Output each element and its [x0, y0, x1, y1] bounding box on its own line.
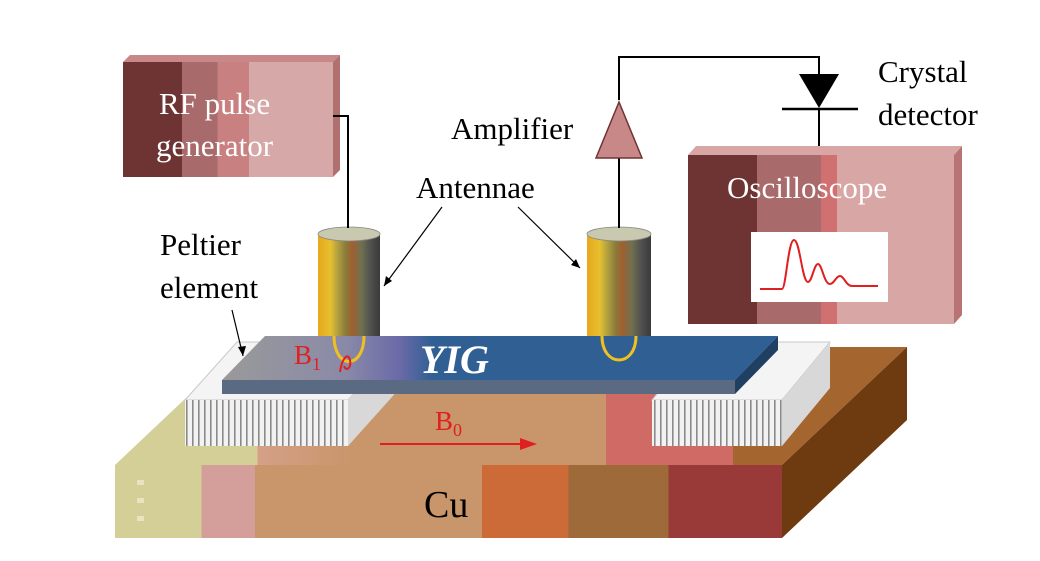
b1-sub: 1 — [312, 354, 321, 374]
signal-wiring — [333, 56, 820, 228]
pointer-arrowhead — [571, 259, 580, 268]
copper-block-front — [115, 465, 782, 538]
osc-box-top — [688, 146, 962, 155]
amplifier-label: Amplifier — [451, 111, 574, 146]
diode-icon — [782, 74, 858, 111]
antenna-loop — [600, 335, 638, 362]
pointer-antennae-left — [383, 206, 443, 287]
crystal-detector-line1: Crystal — [878, 54, 968, 89]
peltier-fins — [652, 400, 782, 446]
antenna-left — [317, 226, 381, 373]
oscilloscope-label: Oscilloscope — [727, 170, 887, 205]
b1-label: B1 — [294, 340, 321, 374]
b0-field: B0 — [380, 406, 537, 450]
pointer-arrowhead — [238, 346, 246, 356]
peltier-fins — [185, 400, 348, 446]
rf-pulse-generator: RF pulse generator — [123, 55, 340, 177]
wire-rf-to-antenna — [333, 115, 349, 228]
copper-mark — [137, 480, 144, 485]
copper-mark — [137, 498, 144, 503]
rf-box-front — [123, 62, 333, 177]
antenna-right — [586, 226, 652, 362]
b1-base: B — [294, 340, 312, 370]
cu-label: Cu — [424, 484, 468, 526]
field-arrowhead — [520, 438, 537, 450]
rf-box-top — [123, 55, 340, 62]
rf-label-line2: generator — [156, 128, 274, 163]
oscilloscope-trace-icon — [760, 238, 878, 290]
b0-base: B — [435, 406, 453, 436]
copper-mark — [137, 516, 144, 521]
antenna-loop — [332, 335, 366, 363]
peltier-label-line1: Peltier — [160, 227, 242, 262]
pointer-antennae-right — [517, 206, 581, 269]
b0-label: B0 — [435, 406, 462, 440]
rf-label-line1: RF pulse — [159, 86, 270, 121]
antenna-top — [317, 226, 381, 242]
yig-side — [735, 336, 778, 394]
yig-front — [222, 380, 735, 394]
copper-block-side — [782, 347, 907, 538]
yig-film — [222, 336, 778, 394]
pointer-arrowhead — [384, 276, 392, 286]
yig-top — [222, 336, 778, 380]
crystal-detector-line2: detector — [878, 97, 979, 132]
antenna-cylinder-icon — [318, 234, 380, 336]
peltier-label-line2: element — [160, 270, 259, 305]
b0-sub: 0 — [453, 420, 462, 440]
osc-box-side — [954, 146, 962, 324]
pointer-lines — [231, 206, 581, 357]
peltier-side — [782, 342, 830, 446]
oscilloscope: Oscilloscope — [688, 146, 962, 324]
oscilloscope-screen — [751, 232, 888, 302]
yig-label: YIG — [420, 337, 489, 382]
amplifier-triangle-icon — [594, 100, 644, 159]
b1-field-curve — [339, 355, 352, 373]
wire-amplifier-to-detector — [618, 56, 820, 100]
antenna-top — [586, 226, 652, 242]
diode-triangle — [799, 74, 839, 108]
antenna-cylinder-icon — [587, 234, 651, 336]
antennae-label: Antennae — [416, 170, 535, 205]
